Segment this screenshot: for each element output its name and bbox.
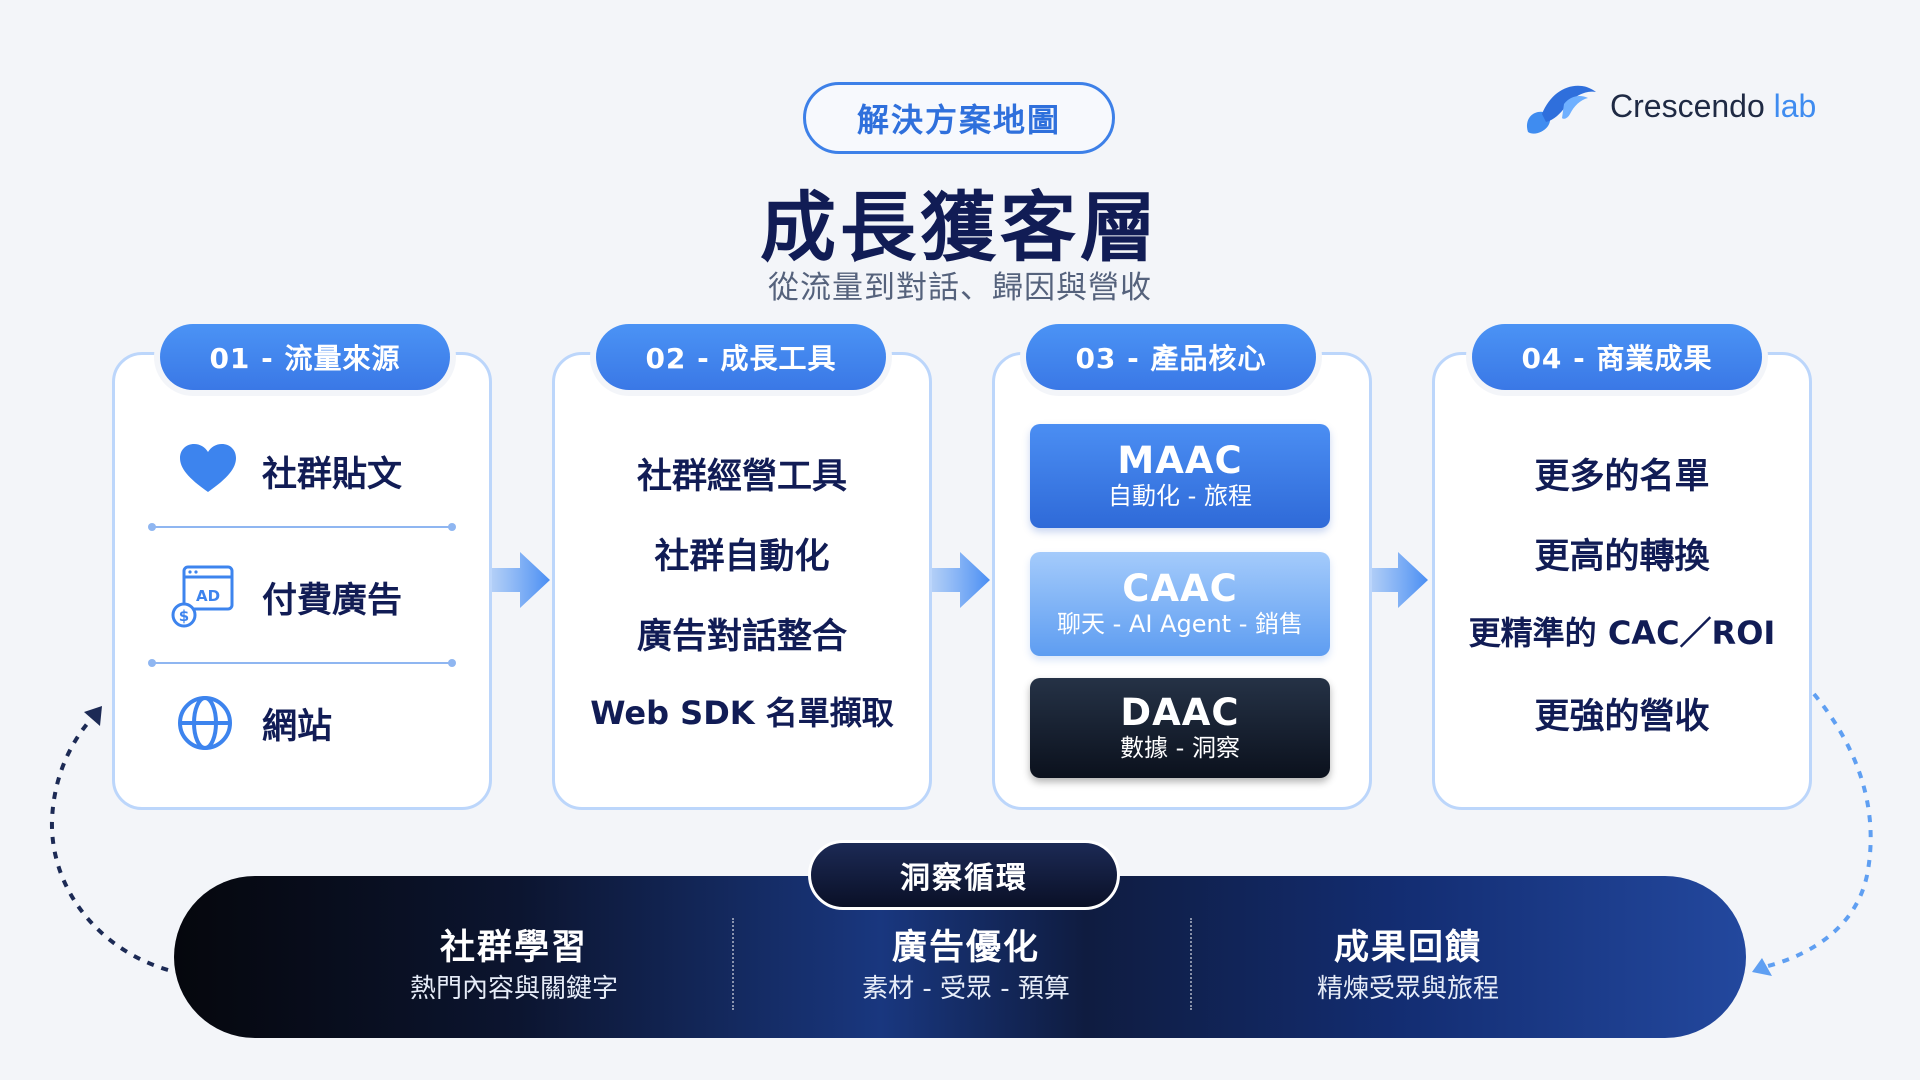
insight-title: 成果回饋 (1333, 928, 1482, 968)
card-divider (148, 523, 456, 531)
insight-ad-optimization: 廣告優化 素材 - 受眾 - 預算 (756, 926, 1176, 1008)
insight-title: 社群學習 (439, 928, 588, 968)
insight-desc: 精煉受眾與旅程 (1316, 974, 1499, 1004)
product-desc: 自動化 - 旅程 (1108, 482, 1252, 510)
stage-label-03: 03 - 產品核心 (1026, 324, 1316, 390)
logo-mark-icon (1526, 85, 1596, 134)
outcome-item: 更精準的 CAC／ROI (1468, 614, 1776, 652)
heart-icon (180, 444, 236, 492)
growth-tool-item: 社群經營工具 (636, 457, 847, 497)
outcome-item: 更多的名單 (1534, 457, 1710, 497)
product-tile-caac: CAAC 聊天 - AI Agent - 銷售 (1030, 552, 1330, 656)
svg-text:$: $ (179, 607, 189, 625)
flow-arrow-1-icon (448, 552, 550, 608)
insight-desc: 熱門內容與關鍵字 (409, 974, 618, 1004)
growth-tool-item: 社群自動化 (654, 537, 830, 577)
product-desc: 聊天 - AI Agent - 銷售 (1057, 610, 1303, 638)
outcome-item: 更高的轉換 (1534, 537, 1710, 577)
loop-arrow-left-icon (49, 706, 169, 972)
ad-icon: AD $ (171, 565, 234, 628)
crescendo-lab-logo: Crescendo lab (1520, 74, 1840, 138)
product-tile-daac: DAAC 數據 - 洞察 (1030, 678, 1330, 778)
flow-arrow-3-icon (1326, 552, 1428, 608)
insight-social-learning: 社群學習 熱門內容與關鍵字 (304, 926, 724, 1008)
bar-separator (1190, 918, 1192, 1010)
insight-loop-label: 洞察循環 (808, 840, 1120, 910)
insight-title: 廣告優化 (891, 928, 1040, 968)
product-tile-maac: MAAC 自動化 - 旅程 (1030, 424, 1330, 528)
logo-text: Crescendo lab (1610, 88, 1816, 125)
stage-label-04: 04 - 商業成果 (1472, 324, 1762, 390)
svg-text:AD: AD (196, 587, 220, 605)
outcome-item: 更強的營收 (1534, 697, 1710, 737)
flow-arrow-2-icon (888, 552, 990, 608)
product-name: MAAC (1117, 439, 1243, 482)
bar-separator (732, 918, 734, 1010)
insight-desc: 素材 - 受眾 - 預算 (862, 974, 1070, 1004)
traffic-item-social-posts: 社群貼文 (262, 455, 403, 495)
insight-outcome-feedback: 成果回饋 精煉受眾與旅程 (1198, 926, 1618, 1008)
solution-map-badge: 解決方案地圖 (803, 82, 1115, 154)
stage-card-growth-tools (552, 352, 932, 810)
stage-label-02: 02 - 成長工具 (596, 324, 886, 390)
page-subtitle: 從流量到對話、歸因與營收 (768, 270, 1152, 306)
traffic-item-website: 網站 (262, 707, 333, 747)
product-desc: 數據 - 洞察 (1120, 734, 1240, 762)
traffic-item-paid-ads: 付費廣告 (262, 581, 403, 621)
stage-label-01: 01 - 流量來源 (160, 324, 450, 390)
product-name: DAAC (1120, 691, 1240, 734)
product-name: CAAC (1122, 567, 1238, 610)
growth-tool-item: 廣告對話整合 (636, 617, 847, 657)
page-title: 成長獲客層 (760, 183, 1160, 272)
stage-card-business-outcomes (1432, 352, 1812, 810)
growth-tool-item: Web SDK 名單擷取 (590, 694, 894, 732)
logo-suffix: lab (1773, 87, 1817, 124)
loop-arrow-right-icon (1752, 692, 1873, 976)
stage-card-traffic-sources (112, 352, 492, 810)
card-divider (148, 659, 456, 667)
globe-icon (178, 696, 232, 750)
logo-brand: Crescendo (1610, 87, 1765, 124)
